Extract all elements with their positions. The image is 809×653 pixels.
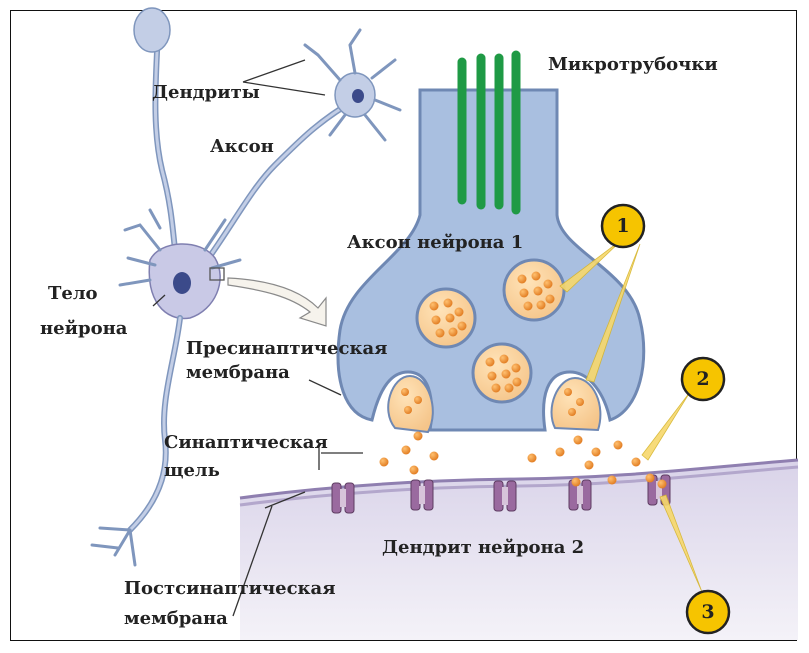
- label-cleft-line2: щель: [164, 460, 220, 482]
- marker-1: 1: [603, 206, 643, 246]
- label-cleft-line1: Синаптическая: [164, 432, 328, 454]
- label-cell-body-line1: Тело: [48, 283, 98, 305]
- label-axon: Аксон: [210, 136, 274, 158]
- label-dendrites: Дендриты: [152, 82, 260, 104]
- label-axon-neuron1: Аксон нейрона 1: [347, 232, 523, 254]
- marker-2: 2: [683, 359, 723, 399]
- zoom-arrow: [228, 278, 326, 326]
- label-postsynaptic-line1: Постсинаптическая: [124, 578, 336, 600]
- label-cell-body-line2: нейрона: [40, 318, 127, 340]
- label-postsynaptic-line2: мембрана: [124, 608, 228, 630]
- label-microtubules: Микротрубочки: [548, 54, 718, 76]
- label-dendrite-neuron2: Дендрит нейрона 2: [382, 537, 584, 559]
- label-presynaptic-line2: мембрана: [186, 362, 290, 384]
- label-presynaptic-line1: Пресинаптическая: [186, 338, 387, 360]
- marker-3: 3: [688, 592, 728, 632]
